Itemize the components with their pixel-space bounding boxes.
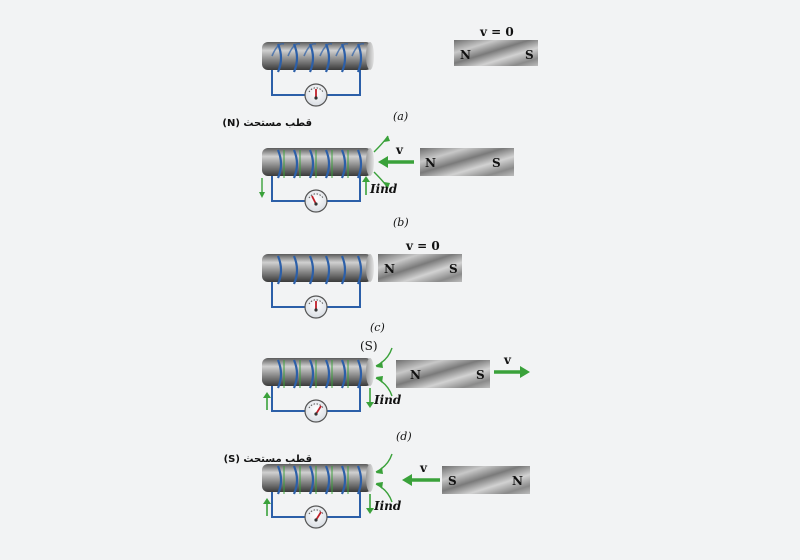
velocity-label: v = 0 [479,25,514,39]
induced-current-arrow [366,388,374,408]
velocity-label: v [503,353,512,367]
velocity-arrow [402,474,440,486]
induced-current-label: Iind [373,393,402,407]
coil [262,358,374,389]
coil [262,464,374,495]
magnet-left-pole: N [460,48,471,62]
panel-e: Iind (S) قطب مستحث v S N [224,453,530,529]
induced-current-arrow [362,176,370,195]
panel-c: N S v = 0 (c) [262,239,462,334]
panel-caption: (a) [393,110,408,123]
bar-magnet: N S [420,148,514,176]
coil [262,254,374,285]
field-arrowhead [376,467,383,474]
bar-magnet: N S [454,40,538,66]
panel-caption: (b) [393,216,409,229]
current-arrowhead [259,192,265,198]
current-arrow-left [263,392,271,410]
panel-caption: (d) [396,430,412,443]
galvanometer [304,505,328,529]
magnet-right-pole: S [525,48,534,62]
magnet-right-pole: S [492,156,501,170]
induced-current-label: Iind [373,499,402,513]
galvanometer [304,83,328,107]
field-lines [375,347,393,397]
field-arrowhead [384,136,390,142]
bar-magnet: N S [378,254,462,282]
magnet-left-pole: N [384,262,395,276]
panel-d: Iind (S) N S v (d) [262,339,530,443]
panel-a: N S v = 0 (a) (N) قطب مستحث [222,25,538,129]
panel-caption: (c) [370,321,385,334]
magnet-left-pole: N [425,156,436,170]
field-arrowhead [376,482,383,489]
velocity-arrow [494,366,530,378]
velocity-label: v [419,461,428,475]
induced-pole-label: (S) قطب مستحث [224,454,312,465]
coil [262,148,374,179]
galvanometer [304,399,328,423]
magnet-right-pole: S [449,262,458,276]
induced-current-label: Iind [369,182,398,196]
magnet-left-pole: S [448,474,457,488]
induced-pole-label: (N) قطب مستحث [222,118,312,129]
magnet-left-pole: N [410,368,421,382]
field-arrowhead [376,361,383,368]
velocity-label: v [395,143,404,157]
field-arrowhead [384,182,390,188]
field-arrowhead [376,376,383,383]
field-lines [375,453,393,503]
panel-b: Iind v N S (b) [259,135,514,229]
galvanometer [304,295,328,319]
induced-current-arrow [366,494,374,514]
galvanometer [304,189,328,213]
magnet-right-pole: N [512,474,523,488]
induced-pole-label: (S) [360,339,378,353]
current-arrow-left [263,498,271,516]
bar-magnet: N S [396,360,490,388]
bar-magnet: S N [442,466,530,494]
coil [262,42,374,73]
magnet-right-pole: S [476,368,485,382]
velocity-label: v = 0 [405,239,440,253]
velocity-arrow [378,156,414,168]
